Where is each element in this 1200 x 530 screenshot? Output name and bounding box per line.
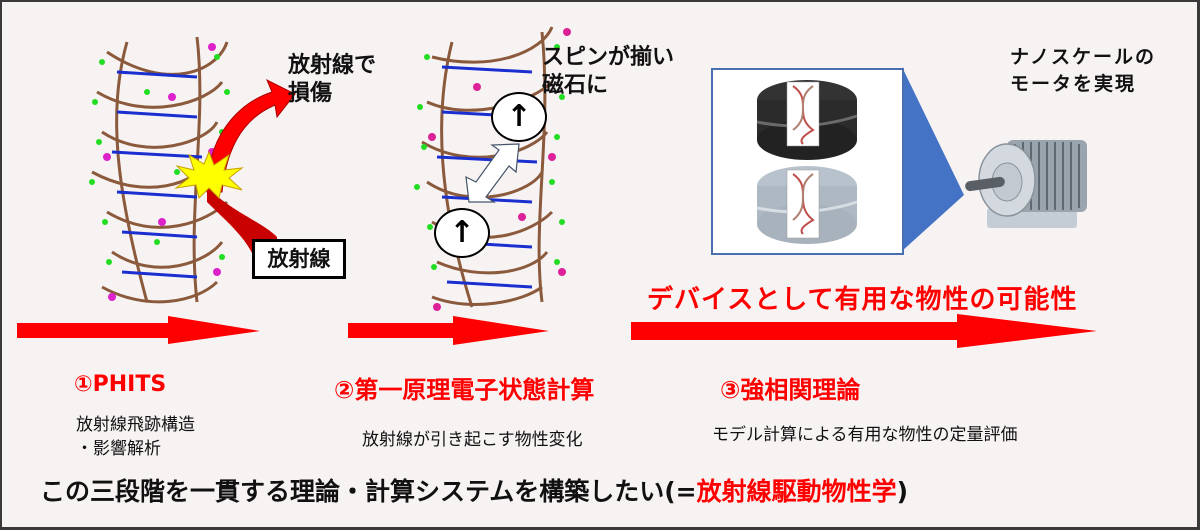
step3-title: ③強相関理論 [720, 376, 861, 404]
step1-title: ①PHITS [74, 372, 167, 397]
spin-up-icon-top: ↑ [491, 92, 547, 142]
motor-icon [965, 140, 1087, 228]
summary-close: ) [896, 477, 909, 506]
step3-desc: モデル計算による有用な物性の定量評価 [712, 425, 1018, 445]
dna-helix-icon [89, 36, 230, 304]
magnet-dna-panel [711, 68, 904, 255]
radiation-label-box: 放射線 [252, 239, 346, 279]
spin-caption: スピンが揃い 磁石に [542, 45, 675, 98]
damage-caption: 放射線で 損傷 [288, 53, 377, 106]
step1-desc: 放射線飛跡構造 ・影響解析 [76, 415, 195, 459]
step2-title: ②第一原理電子状態計算 [334, 376, 595, 404]
double-arrow-icon [465, 143, 520, 203]
device-potential-caption: デバイスとして有用な物性の可能性 [647, 285, 1078, 315]
summary-keyword: 放射線駆動物性学 [696, 477, 897, 506]
starburst-icon [174, 150, 244, 199]
magnet-dna-icon [756, 80, 858, 244]
process-arrows [17, 314, 1097, 348]
arrow-step1 [17, 316, 260, 344]
arrow-step2 [348, 316, 549, 345]
spin-up-icon-bottom: ↑ [434, 208, 490, 258]
summary-statement: この三段階を一貫する理論・計算システムを構築したい(=放射線駆動物性学) [40, 472, 908, 508]
motor-caption: ナノスケールの モータを実現 [1010, 46, 1157, 95]
summary-text: この三段階を一貫する理論・計算システムを構築したい(= [40, 477, 697, 506]
zoom-callout-icon [902, 67, 964, 251]
arrow-step3 [631, 314, 1097, 348]
step2-desc: 放射線が引き起こす物性変化 [362, 430, 583, 450]
